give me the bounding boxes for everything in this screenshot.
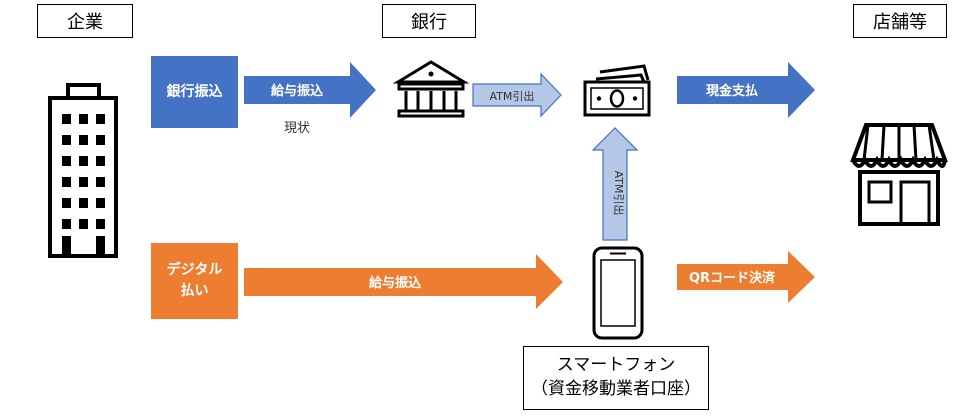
cash-icon: [583, 64, 651, 117]
office-building-icon: [48, 83, 118, 258]
company-header: 企業: [37, 4, 133, 38]
current-state-note: 現状: [284, 121, 311, 136]
atm-withdraw-arrow-horizontal-label: ATM引出: [490, 89, 535, 103]
salary-transfer-arrow-orange-label: 給与振込: [369, 275, 422, 291]
salary-transfer-arrow-blue: [244, 62, 376, 118]
atm-withdraw-arrow-vertical-label: ATM引出: [612, 171, 626, 216]
bank-header: 銀行: [382, 4, 476, 38]
smartphone-icon: [592, 246, 644, 340]
smartphone-caption-line2: （資金移動業者口座）: [531, 379, 701, 399]
store-icon: [850, 123, 948, 226]
digital-payment-line1: デジタル: [166, 262, 223, 278]
smartphone-caption-line1: スマートフォン: [556, 355, 676, 376]
digital-payment-line2: 払い: [180, 283, 209, 299]
atm-withdraw-arrow-horizontal: [472, 72, 562, 118]
qr-payment-arrow: [677, 251, 815, 303]
salary-transfer-arrow-blue-label: 給与振込: [271, 83, 324, 99]
salary-transfer-arrow-orange: [244, 254, 563, 309]
digital-payment-box: デジタル 払い: [151, 243, 238, 319]
store-header: 店舗等: [853, 4, 947, 38]
bank-building-icon: [392, 60, 470, 118]
qr-payment-arrow-label: QRコード決済: [689, 270, 776, 286]
cash-payment-arrow: [677, 62, 815, 118]
atm-withdraw-arrow-vertical: [591, 127, 639, 241]
smartphone-caption: スマートフォン （資金移動業者口座）: [523, 346, 709, 410]
bank-transfer-box: 銀行振込: [151, 56, 238, 128]
cash-payment-arrow-label: 現金支払: [706, 83, 758, 99]
